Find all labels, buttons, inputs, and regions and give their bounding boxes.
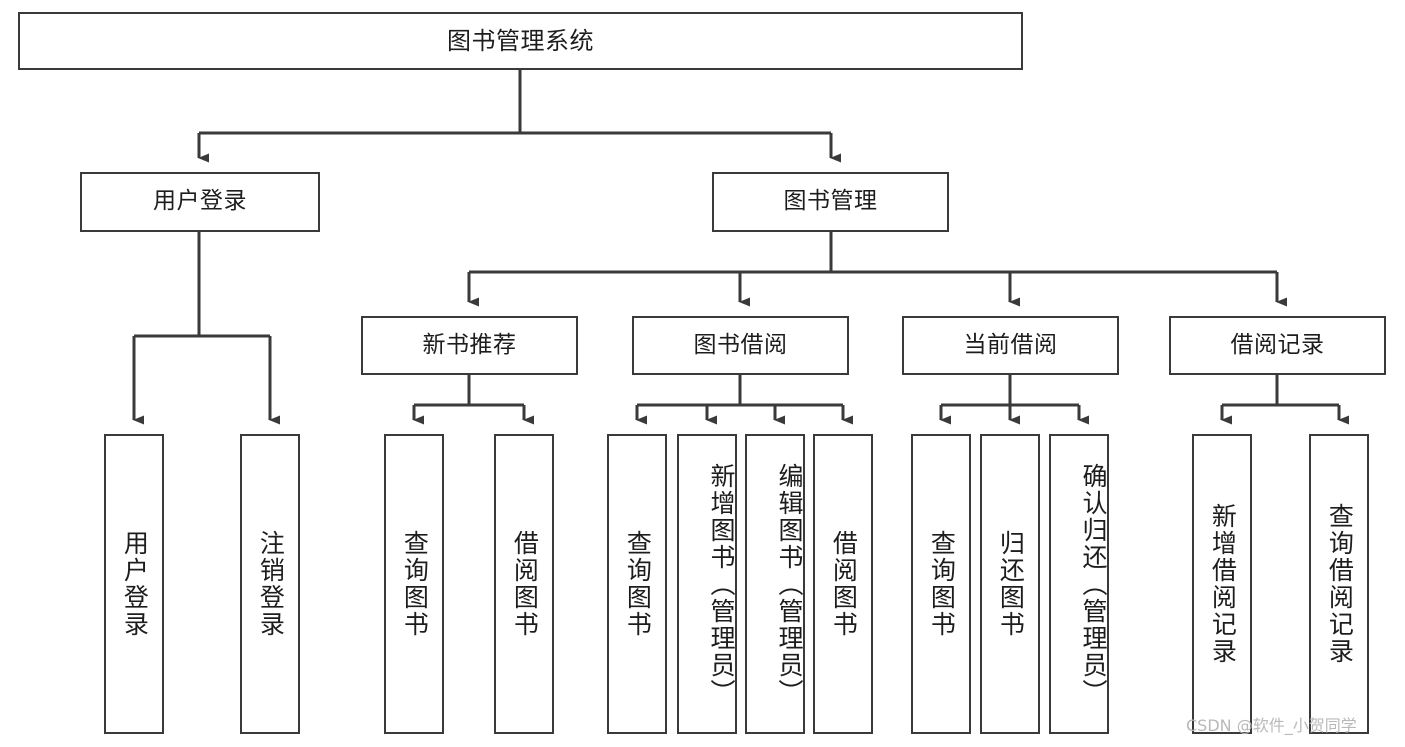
node-book-management[interactable]: 图书管理 <box>712 172 949 232</box>
node-current-borrow[interactable]: 当前借阅 <box>902 316 1119 375</box>
leaf-book-borrow-query-book[interactable]: 查询图书 <box>607 434 667 734</box>
leaf-user-login-login[interactable]: 用户登录 <box>104 434 164 734</box>
leaf-current-borrow-confirm-return-admin[interactable]: 确认归还（管理员） <box>1049 434 1109 734</box>
node-user-login[interactable]: 用户登录 <box>80 172 320 232</box>
leaf-book-borrow-edit-book-admin[interactable]: 编辑图书（管理员） <box>745 434 805 734</box>
node-book-borrow[interactable]: 图书借阅 <box>632 316 849 375</box>
leaf-borrow-record-add-record[interactable]: 新增借阅记录 <box>1192 434 1252 734</box>
leaf-current-borrow-return-book[interactable]: 归还图书 <box>980 434 1040 734</box>
csdn-watermark: CSDN @软件_小贺同学 <box>1186 716 1357 735</box>
leaf-new-book-borrow-book[interactable]: 借阅图书 <box>494 434 554 734</box>
leaf-new-book-query-book[interactable]: 查询图书 <box>384 434 444 734</box>
leaf-book-borrow-add-book-admin[interactable]: 新增图书（管理员） <box>677 434 737 734</box>
leaf-user-login-logout[interactable]: 注销登录 <box>240 434 300 734</box>
node-borrow-record[interactable]: 借阅记录 <box>1169 316 1386 375</box>
node-root-book-management-system[interactable]: 图书管理系统 <box>18 12 1023 70</box>
leaf-current-borrow-query-book[interactable]: 查询图书 <box>911 434 971 734</box>
leaf-book-borrow-borrow-book[interactable]: 借阅图书 <box>813 434 873 734</box>
leaf-borrow-record-query-record[interactable]: 查询借阅记录 <box>1309 434 1369 734</box>
node-new-book-recommend[interactable]: 新书推荐 <box>361 316 578 375</box>
